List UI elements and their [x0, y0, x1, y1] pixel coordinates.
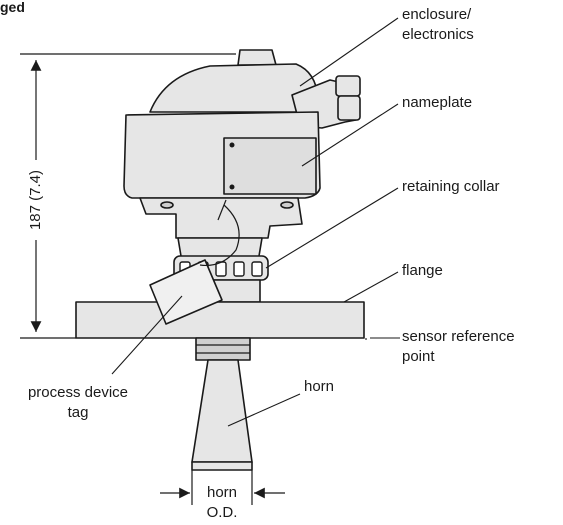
label-sensor-reference-line1: sensor reference: [402, 328, 515, 345]
corner-text: ged: [0, 0, 25, 15]
enclosure-dome: [149, 63, 319, 113]
label-horn-od-line2: O.D.: [206, 504, 238, 521]
label-retaining-collar: retaining collar: [402, 178, 500, 195]
horn-cone: [191, 359, 253, 463]
label-process-device-line2: tag: [67, 404, 89, 421]
label-horn: horn: [304, 378, 335, 395]
label-enclosure-line1: enclosure/: [402, 6, 472, 23]
lower-housing: [139, 197, 303, 239]
flange-plate: [75, 301, 365, 339]
horn-mouth: [191, 461, 253, 471]
gland-nut-bottom: [337, 95, 361, 121]
height-dimension-label: 187 (7.4): [27, 170, 44, 230]
label-enclosure-line2: electronics: [402, 26, 474, 43]
label-horn-od-line1: horn: [206, 484, 238, 501]
nameplate-plate: [223, 137, 317, 195]
label-nameplate: nameplate: [402, 94, 473, 111]
process-tag: [149, 259, 223, 325]
horn-coupling: [195, 337, 251, 361]
label-process-device-line1: process device: [27, 384, 129, 401]
label-sensor-reference-line2: point: [402, 348, 435, 365]
top-cap: [237, 49, 277, 66]
label-flange: flange: [402, 262, 443, 279]
gland-nut-top: [335, 75, 361, 97]
